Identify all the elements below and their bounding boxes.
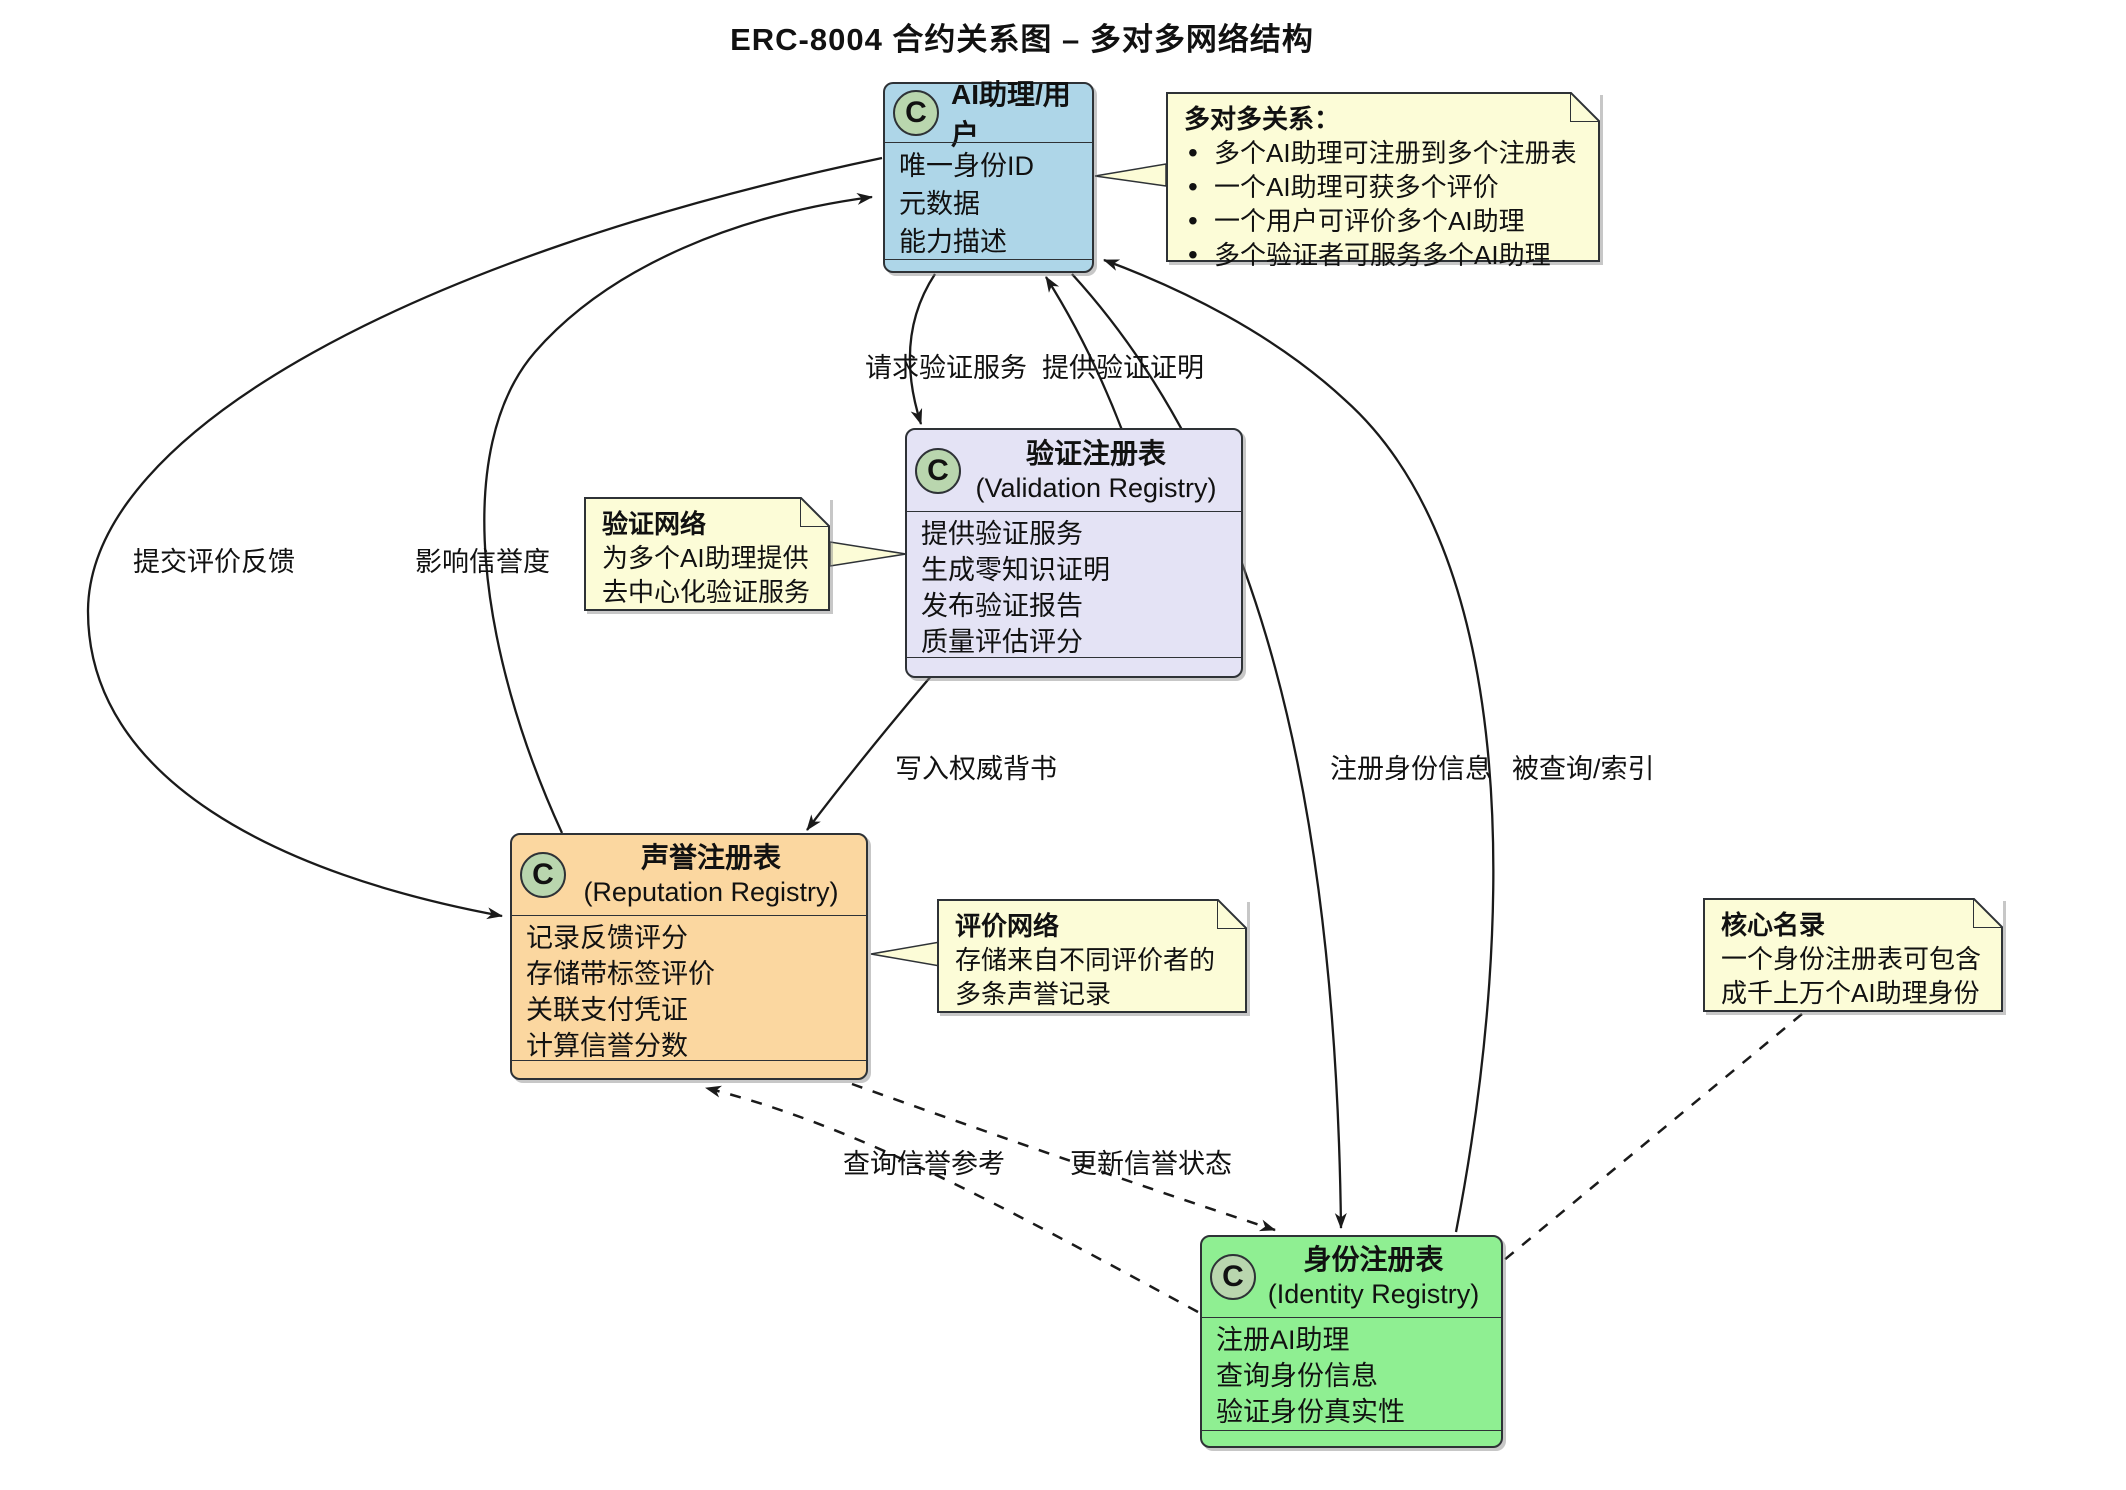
class-validation-body: 提供验证服务 生成零知识证明 发布验证报告 质量评估评分 [907,511,1241,657]
class-body-line: 唯一身份ID [899,151,1034,181]
class-agent: C AI助理/用户 唯一身份ID 元数据 能力描述 [883,79,1094,273]
note-fold-icon [800,497,830,527]
edge-query-reputation [705,1085,1199,1314]
note-fold-icon [1570,92,1600,122]
class-reputation-registry: C 声誉注册表 (Reputation Registry) 记录反馈评分 存储带… [510,833,868,1080]
class-body-line: 存储带标签评价 [526,959,715,989]
edge-label-update-reputation: 更新信誉状态 [1070,1149,1232,1179]
note-heading: 多对多关系： [1184,104,1341,134]
note-bullet: 多个验证者可服务多个AI助理 [1184,238,1584,272]
edge-label-queried-indexed: 被查询/索引 [1512,754,1655,784]
class-validation-registry: C 验证注册表 (Validation Registry) 提供验证服务 生成零… [905,428,1243,678]
note-line: 成千上万个AI助理身份 [1721,978,1980,1008]
note-bullet-list: 多个AI助理可注册到多个注册表 一个AI助理可获多个评价 一个用户可评价多个AI… [1184,136,1584,272]
note-fold-icon [1217,899,1247,929]
class-validation-title: 验证注册表 (Validation Registry) [975,437,1217,503]
edge-label-write-endorsement: 写入权威背书 [895,754,1057,784]
class-body-line: 记录反馈评分 [526,923,688,953]
edge-label-register-identity: 注册身份信息 [1330,754,1492,784]
class-body-line: 注册AI助理 [1216,1325,1350,1355]
class-agent-title: AI助理/用户 [951,79,1071,150]
class-body-line: 查询身份信息 [1216,1361,1378,1391]
class-body-line: 生成零知识证明 [921,555,1110,585]
note-connector-rating-network [870,941,941,967]
class-validation-footer [907,657,1241,676]
class-body-line: 关联支付凭证 [526,995,688,1025]
note-bullet: 多个AI助理可注册到多个注册表 [1184,136,1584,170]
edge-label-submit-feedback: 提交评价反馈 [133,547,295,577]
note-many-to-many: 多对多关系： 多个AI助理可注册到多个注册表 一个AI助理可获多个评价 一个用户… [1166,92,1600,272]
note-bullet: 一个AI助理可获多个评价 [1184,170,1584,204]
class-stereotype-icon: C [915,447,961,494]
note-rating-network: 评价网络 存储来自不同评价者的 多条声誉记录 [937,899,1247,1013]
class-reputation-header: C 声誉注册表 (Reputation Registry) [512,835,866,915]
class-reputation-footer [512,1060,866,1078]
note-connector-validation-network [829,541,907,567]
class-body-line: 验证身份真实性 [1216,1397,1405,1427]
class-agent-body: 唯一身份ID 元数据 能力描述 [885,142,1092,259]
class-body-line: 质量评估评分 [921,627,1083,657]
note-validation-network: 验证网络 为多个AI助理提供 去中心化验证服务 [584,497,830,611]
note-line: 去中心化验证服务 [602,577,811,607]
note-line: 存储来自不同评价者的 [955,945,1216,975]
diagram-title: ERC-8004 合约关系图 – 多对多网络结构 [730,22,1314,57]
class-identity-header: C 身份注册表 (Identity Registry) [1202,1237,1501,1317]
edge-label-affect-reputation: 影响信誉度 [415,547,550,577]
note-core-directory: 核心名录 一个身份注册表可包含 成千上万个AI助理身份 [1703,898,2003,1012]
class-stereotype-icon: C [1210,1254,1256,1300]
class-stereotype-icon: C [893,90,939,136]
class-reputation-body: 记录反馈评分 存储带标签评价 关联支付凭证 计算信誉分数 [512,915,866,1061]
class-agent-header: C AI助理/用户 [885,79,1092,150]
note-heading: 核心名录 [1721,910,1826,940]
note-connector-many-to-many [1094,163,1167,187]
class-stereotype-icon: C [520,852,566,898]
class-identity-footer [1202,1430,1501,1446]
note-line: 为多个AI助理提供 [602,543,809,573]
class-body-line: 元数据 [899,189,980,219]
class-body-line: 计算信誉分数 [526,1031,688,1061]
class-validation-header: C 验证注册表 (Validation Registry) [907,430,1241,511]
class-reputation-title: 声誉注册表 (Reputation Registry) [583,842,839,907]
note-line: 一个身份注册表可包含 [1721,944,1982,974]
edge-label-request-validation: 请求验证服务 [865,353,1027,383]
class-body-line: 发布验证报告 [921,591,1083,621]
note-heading: 评价网络 [955,911,1060,941]
edge-label-provide-proof: 提供验证证明 [1042,353,1204,383]
class-identity-title: 身份注册表 (Identity Registry) [1267,1244,1480,1309]
class-body-line: 能力描述 [899,227,1007,257]
edge-note-core-directory [1502,1013,1803,1262]
note-line: 多条声誉记录 [955,979,1112,1009]
note-heading: 验证网络 [602,509,707,539]
class-identity-body: 注册AI助理 查询身份信息 验证身份真实性 [1202,1317,1501,1430]
note-fold-icon [1973,898,2003,928]
edge-label-query-reputation: 查询信誉参考 [843,1149,1005,1179]
class-body-line: 提供验证服务 [921,519,1083,549]
class-agent-footer [885,259,1092,271]
note-bullet: 一个用户可评价多个AI助理 [1184,204,1584,238]
edge-queried-indexed [1103,258,1495,1233]
edge-register-identity [1071,273,1347,1229]
class-identity-registry: C 身份注册表 (Identity Registry) 注册AI助理 查询身份信… [1200,1235,1503,1448]
